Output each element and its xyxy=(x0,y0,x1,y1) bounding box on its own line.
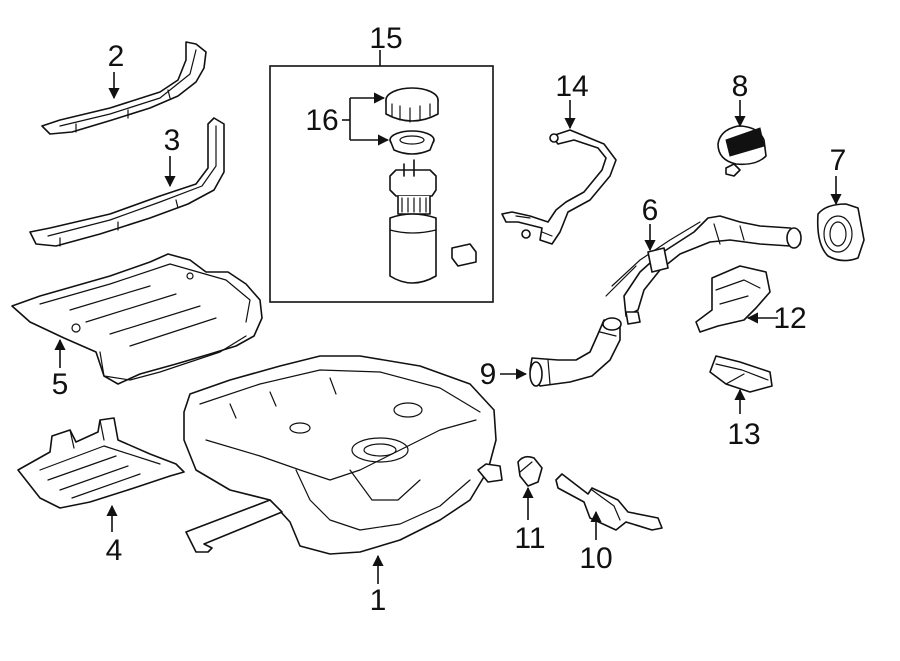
callout-3: 3 xyxy=(164,124,181,157)
fuel-pump-module[interactable] xyxy=(389,159,477,284)
callout-13: 13 xyxy=(727,418,760,451)
callout-12: 12 xyxy=(773,302,806,335)
vent-valve[interactable] xyxy=(555,473,663,531)
filler-pipe[interactable] xyxy=(605,215,802,325)
filler-hose[interactable] xyxy=(529,317,622,387)
fuel-tank[interactable] xyxy=(183,355,503,555)
callout-5: 5 xyxy=(52,368,69,401)
tank-strap-lower[interactable] xyxy=(29,117,225,247)
lock-ring-and-seal[interactable] xyxy=(385,87,439,155)
fuel-filler-door[interactable] xyxy=(816,203,865,262)
callout-14: 14 xyxy=(555,70,588,103)
callout-2: 2 xyxy=(108,40,125,73)
callout-11: 11 xyxy=(514,522,545,555)
callout-7: 7 xyxy=(830,144,847,177)
callout-leaders xyxy=(54,50,842,584)
fuel-cap[interactable] xyxy=(717,125,767,177)
callout-8: 8 xyxy=(732,70,749,103)
callout-1: 1 xyxy=(370,584,387,617)
heat-shield[interactable] xyxy=(11,253,263,385)
fuel-line[interactable] xyxy=(501,129,617,245)
lower-shield[interactable] xyxy=(17,417,185,509)
callout-15: 15 xyxy=(369,22,402,55)
callout-4: 4 xyxy=(106,534,123,567)
callout-9: 9 xyxy=(480,358,497,391)
callout-6: 6 xyxy=(642,194,659,227)
callout-10: 10 xyxy=(579,542,612,575)
callout-16: 16 xyxy=(305,104,338,137)
tank-strap-upper[interactable] xyxy=(41,41,207,135)
filler-mount-bracket[interactable] xyxy=(709,355,773,393)
hose-clamp[interactable] xyxy=(517,455,543,487)
callout-16-leader xyxy=(342,92,390,146)
fuel-pump-assembly-frame xyxy=(269,65,494,303)
filler-bracket[interactable] xyxy=(695,265,771,333)
